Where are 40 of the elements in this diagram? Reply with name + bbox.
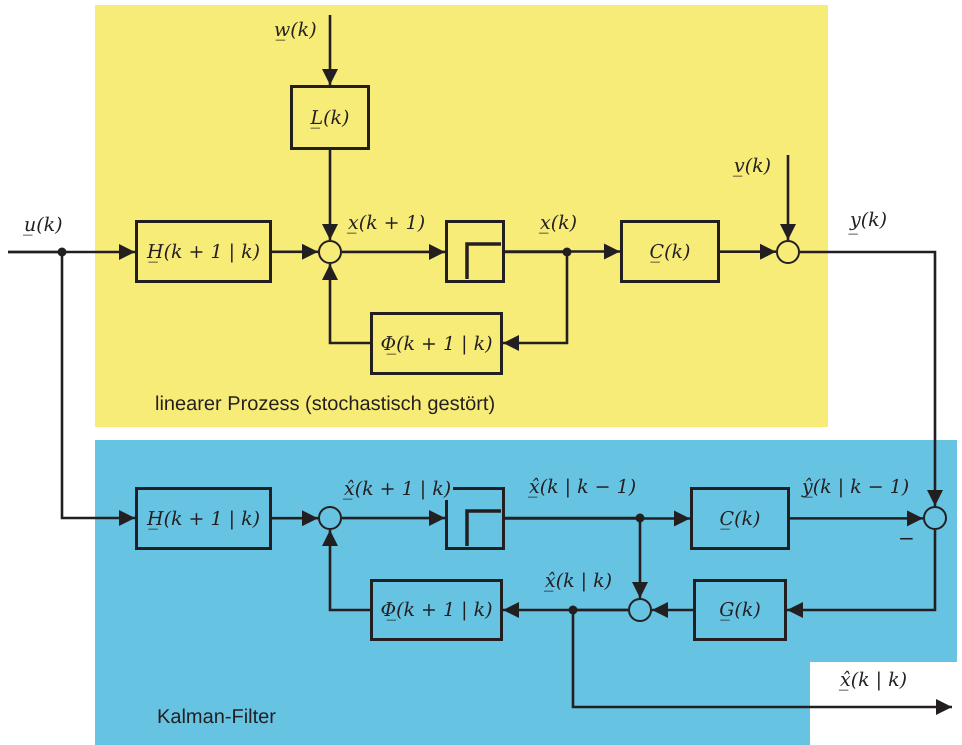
transfer-block: Φ̲(k + 1 | k) [370, 579, 503, 641]
summing-junction [318, 240, 342, 264]
transfer-block: C̲(k) [690, 487, 790, 550]
delay-block [445, 220, 505, 283]
signal-arrow [322, 264, 370, 344]
transfer-block: C̲(k) [620, 220, 720, 283]
signal-arrow [503, 250, 568, 351]
signal-arrow [322, 530, 370, 612]
region-title: Kalman-Filter [157, 706, 276, 729]
transfer-block: L̲(k) [290, 85, 370, 150]
region-title: linearer Prozess (stochastisch gestört) [155, 393, 496, 416]
summing-junction [776, 240, 800, 264]
transfer-block: H̲(k + 1 | k) [135, 487, 272, 550]
signal-arrow [505, 510, 690, 526]
signal-arrow [790, 510, 923, 526]
summing-junction [923, 506, 947, 530]
signal-arrow [787, 530, 936, 618]
summing-junction [628, 598, 652, 622]
summing-junction [318, 506, 342, 530]
signal-arrow [322, 150, 338, 240]
signal-arrow [272, 244, 318, 260]
signal-arrow [572, 608, 952, 715]
filter-region [95, 440, 957, 745]
minus-sign: − [898, 526, 915, 550]
signal-arrow [342, 510, 445, 526]
signal-arrow [8, 250, 135, 526]
signal-arrow [780, 155, 796, 240]
signal-arrow [505, 244, 620, 260]
transfer-block: G̲(k) [693, 579, 787, 641]
signal-arrow [505, 516, 648, 598]
process-region [95, 5, 828, 427]
signal-arrow [720, 244, 776, 260]
signal-arrow [322, 15, 338, 85]
transfer-block: Φ̲(k + 1 | k) [370, 312, 503, 375]
transfer-block: H̲(k + 1 | k) [135, 220, 272, 283]
signal-label: x̲̂(k + 1 | k) [342, 479, 454, 500]
signal-arrow [272, 510, 318, 526]
signal-arrow [342, 244, 445, 260]
signal-arrow [800, 250, 943, 506]
signal-arrow [652, 602, 693, 618]
